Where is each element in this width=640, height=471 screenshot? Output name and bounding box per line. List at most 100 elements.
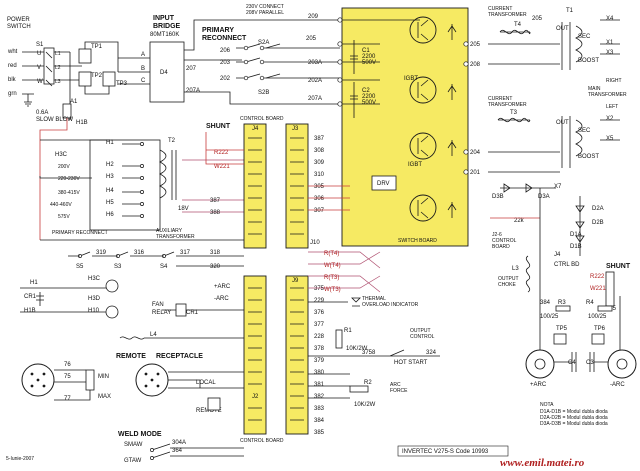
receptacle-wires xyxy=(168,371,244,389)
bridge-label-2: BRIDGE xyxy=(153,23,181,30)
ct2-label-2: TRANSFORMER xyxy=(488,102,527,108)
cb-num-383: 383 xyxy=(314,406,325,412)
primary-reconnect-label: PRIMARY RECONNECT xyxy=(52,230,108,236)
reconnect-switches-b[interactable] xyxy=(265,43,281,79)
r2-label: R2 xyxy=(364,380,372,386)
power-switch-label-1: POWER xyxy=(7,17,30,23)
fan-h1b: H1B xyxy=(24,308,36,314)
capacitors xyxy=(350,40,358,118)
local-label: LOCAL xyxy=(196,380,216,386)
d3b-label: D3B xyxy=(492,194,504,200)
fan-h3d: H3D xyxy=(88,296,101,302)
wire-207a: 207A xyxy=(308,96,322,102)
ct1-ref: T4 xyxy=(514,22,522,28)
sw-num-319: 319 xyxy=(96,250,107,256)
input-bridge-section: INPUT BRIDGE 80MT160K D4 207 207A xyxy=(149,15,360,105)
fan-motor-2 xyxy=(105,305,119,319)
left-h1: H1 xyxy=(30,280,38,286)
fan-relay-1: FAN xyxy=(152,302,164,308)
phase-u: U xyxy=(37,51,41,57)
reconnect-switches[interactable] xyxy=(245,43,261,79)
ct2-wires xyxy=(488,151,560,173)
igbt-1 xyxy=(409,16,437,44)
s-switches[interactable] xyxy=(79,251,175,257)
l3-label: L3 xyxy=(512,266,519,272)
wire-205-right: 205 xyxy=(532,16,543,22)
volt-440-460: 440-460V xyxy=(50,202,72,208)
x7-label: X7 xyxy=(554,184,562,190)
weld-mode-switch[interactable] xyxy=(151,443,171,459)
ct2-ref: T3 xyxy=(510,110,518,116)
cb-num-308: 308 xyxy=(314,148,325,154)
aux-primary-box xyxy=(89,139,161,231)
cr1-label: CR1 xyxy=(186,310,199,316)
t1-ref: T1 xyxy=(566,8,574,14)
thermal-label-1: THERMAL xyxy=(362,296,386,302)
wire-324: 324 xyxy=(426,350,437,356)
cb-num-376: 376 xyxy=(314,310,325,316)
output-minus-terminal[interactable] xyxy=(607,349,637,379)
w221-label: W221 xyxy=(214,164,230,170)
switch-s2a: S2A xyxy=(258,40,269,46)
wire-22k: 22k xyxy=(514,218,525,224)
t2-aux-ref: T2 xyxy=(168,138,176,144)
weld-mode-label: WELD MODE xyxy=(118,431,162,438)
main-xfmr-1: MAIN xyxy=(588,86,601,92)
j4-label: J4 xyxy=(554,252,561,258)
cap-c2-ref: C2 xyxy=(362,88,370,94)
output-plus-terminal[interactable] xyxy=(525,349,555,379)
plus-arc-label: +ARC xyxy=(530,382,547,388)
val-100-25-b: 100/25 xyxy=(588,314,607,320)
t1-out: OUT xyxy=(556,26,569,32)
r222-label: R222 xyxy=(214,150,229,156)
wire-3758: 3758 xyxy=(362,350,376,356)
tp5-label: TP5 xyxy=(556,326,568,332)
cb-connector-j1 xyxy=(285,275,309,435)
t2-secondary xyxy=(575,119,620,157)
j4-conn-label: J4 xyxy=(252,126,259,132)
sw-num-317: 317 xyxy=(180,250,191,256)
igbt-4 xyxy=(409,194,437,222)
output-shunt xyxy=(605,271,615,307)
shunt-top-label: SHUNT xyxy=(206,123,231,130)
ct1-coil xyxy=(499,29,531,35)
cb-num-305: 305 xyxy=(314,184,325,190)
output-control-2: CONTROL xyxy=(410,334,435,340)
local-remote-switch[interactable] xyxy=(207,397,221,411)
j2-conn-label: J2 xyxy=(252,394,259,400)
cap-c2-value: 2200 xyxy=(362,94,376,100)
ground-symbol xyxy=(22,93,34,107)
wire-202a: 202A xyxy=(308,78,322,84)
tp-wiring xyxy=(84,41,119,95)
cb-bottom-label: CONTROL BOARD xyxy=(240,438,284,444)
igbt-label-bottom: IGBT xyxy=(408,162,422,168)
hot-start-switch[interactable] xyxy=(308,349,440,357)
tp5 xyxy=(553,333,567,345)
volt-380-415: 380-415V xyxy=(58,190,80,196)
smaw-label: SMAW xyxy=(124,442,143,448)
t1-sec: SEC xyxy=(578,34,591,40)
r4-label: R4 xyxy=(586,300,594,306)
date-label: 5-Iunie-2007 xyxy=(6,456,34,462)
thermal-indicator-led xyxy=(308,297,361,307)
arc-force-2: FORCE xyxy=(390,388,408,394)
ct2-label-1: CURRENT xyxy=(488,96,512,102)
r1-output-pot[interactable] xyxy=(335,329,343,349)
note-line-2: D2A-D2B = Modul dubla dioda xyxy=(540,415,608,421)
r2-arc-force-pot[interactable] xyxy=(349,385,369,393)
tp2-varistor xyxy=(78,71,92,87)
choke-label-1: OUTPUT xyxy=(498,276,519,282)
volt-575: 575V xyxy=(58,214,70,220)
reconnect-top-2: 208V PARALLEL xyxy=(246,10,284,16)
output-section: D3B D3A X7 D2A D2B D1A D1B 22k J2-6 CONT… xyxy=(490,183,637,388)
remote2-label: REMOTE xyxy=(196,408,222,414)
weld-mode-wires xyxy=(170,447,244,457)
l4-label: L4 xyxy=(150,332,157,338)
line-blk: blk xyxy=(8,77,17,83)
fan-relay-2: RELAY xyxy=(152,310,171,316)
pin-364: 364 xyxy=(172,448,183,454)
receptacle-pins xyxy=(30,372,160,388)
cap-c2-volt: 500V xyxy=(362,100,376,106)
power-switch-s1[interactable] xyxy=(43,47,55,85)
